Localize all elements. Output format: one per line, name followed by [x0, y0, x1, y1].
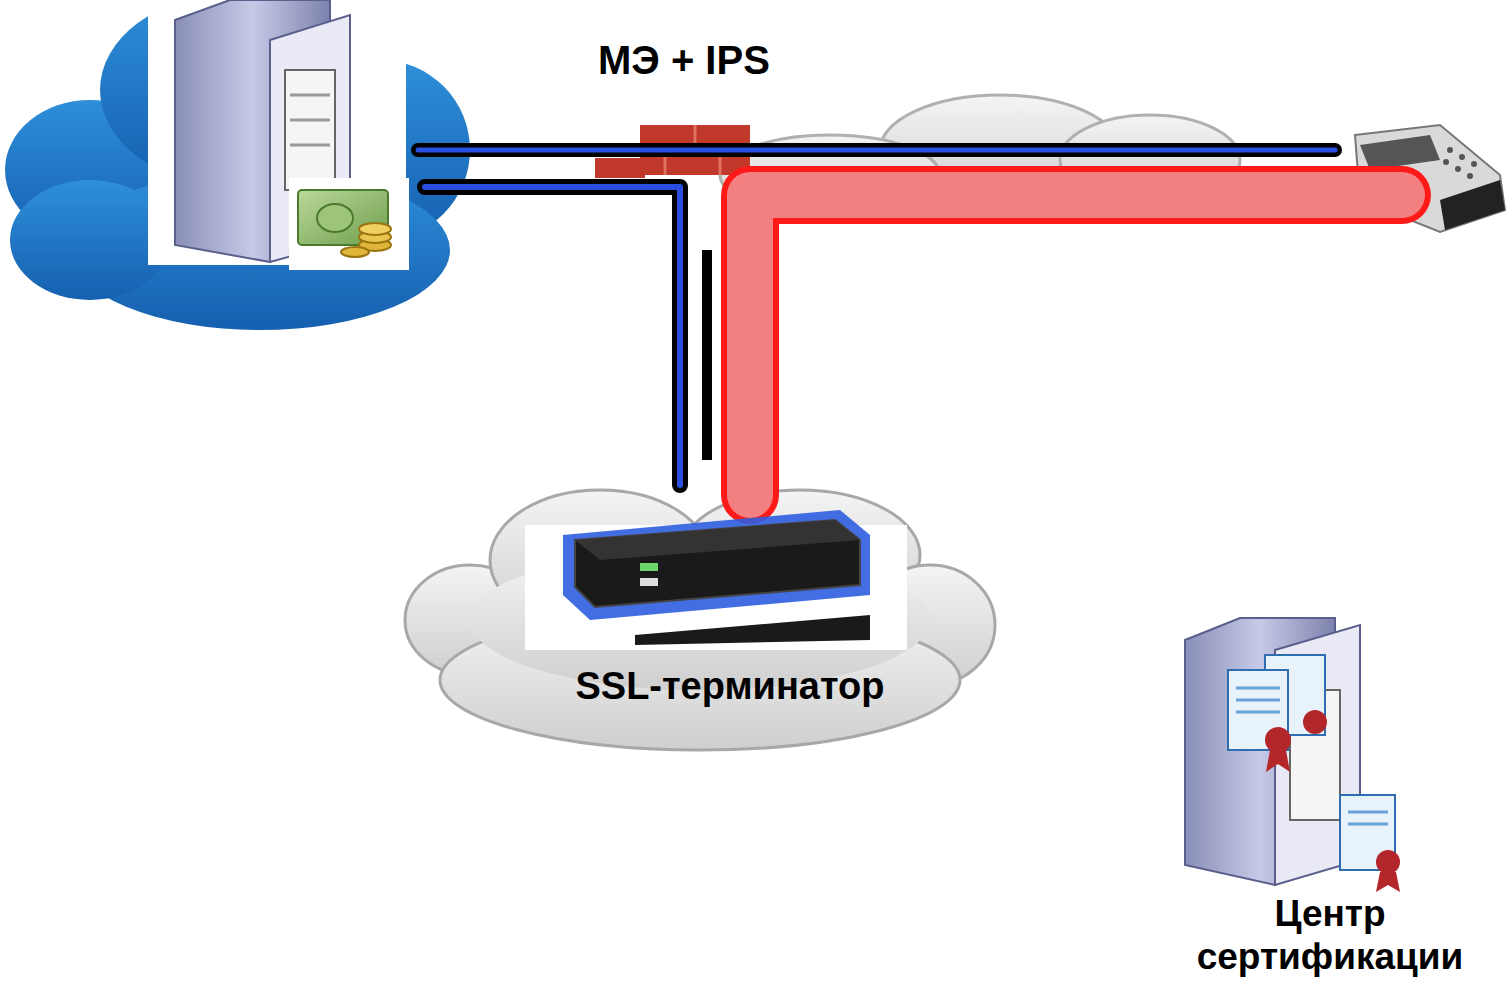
device-label: МЭ + IPS: [598, 38, 770, 83]
certificate-server-icon: [1185, 618, 1400, 892]
connection-line: [425, 187, 707, 485]
node-label: SSL-терминатор: [515, 665, 945, 709]
ssl-appliance-icon: [515, 495, 945, 665]
grey-cloud: [405, 490, 995, 750]
ssl-terminator-box: SSL-терминатор: [515, 495, 945, 709]
server-icon: [148, 0, 409, 270]
connection-line: [418, 150, 1335, 151]
blue-cloud: [5, 0, 470, 330]
ssl-tunnel: [750, 195, 1402, 495]
node-label: Центр сертификации: [1150, 893, 1510, 978]
certificate-center-box: Центр сертификации: [1150, 893, 1510, 978]
